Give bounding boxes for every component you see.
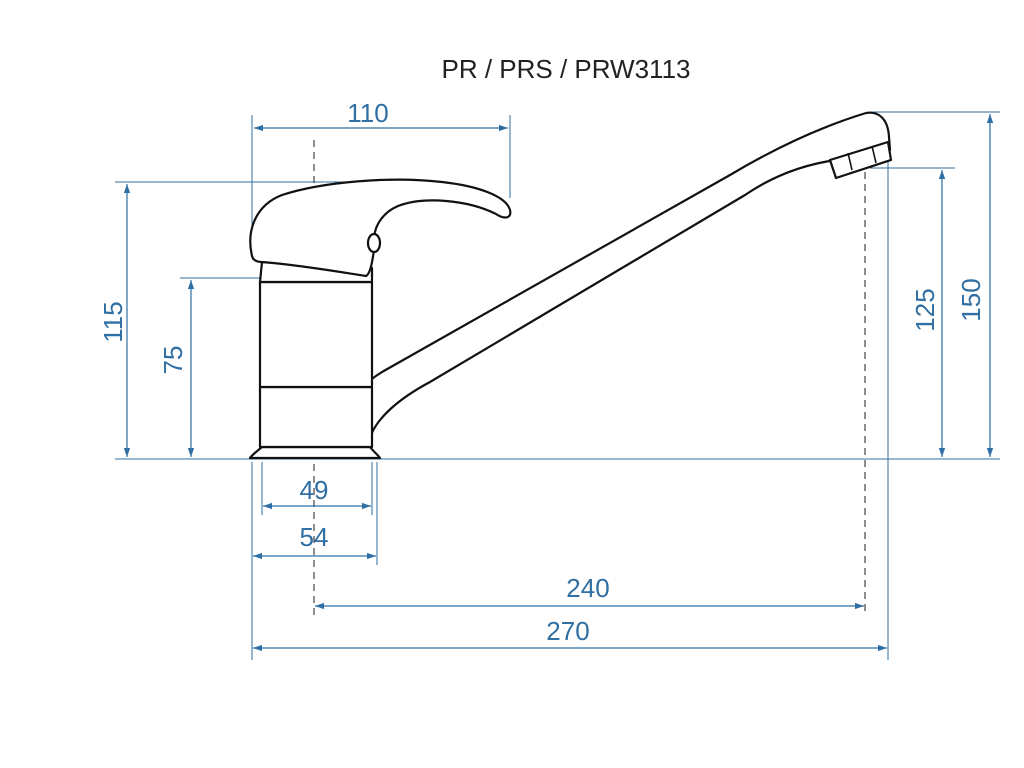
faucet-body (248, 111, 893, 460)
dim-label-270: 270 (546, 616, 589, 646)
spout-aerator-ring (847, 145, 877, 171)
drawing-title: PR / PRS / PRW3113 (441, 54, 690, 84)
dim-label-115: 115 (98, 301, 128, 342)
extension-lines (115, 111, 1000, 660)
dim-label-125: 125 (910, 288, 940, 331)
dim-label-49: 49 (300, 475, 329, 505)
handle-pivot-button (366, 232, 382, 254)
spout-aerator (828, 140, 893, 180)
dim-label-150: 150 (956, 278, 986, 321)
body-upper (258, 280, 374, 389)
lever-handle (249, 178, 512, 278)
spout (348, 111, 892, 440)
dim-label-240: 240 (566, 573, 609, 603)
dimension-labels: 110 115 75 49 54 240 270 125 150 (98, 98, 986, 646)
dim-label-75: 75 (158, 346, 188, 375)
base-flange (248, 445, 382, 460)
body-lower (258, 385, 374, 449)
dim-label-54: 54 (300, 522, 329, 552)
dimension-lines (123, 114, 994, 652)
dim-label-110: 110 (347, 98, 388, 128)
